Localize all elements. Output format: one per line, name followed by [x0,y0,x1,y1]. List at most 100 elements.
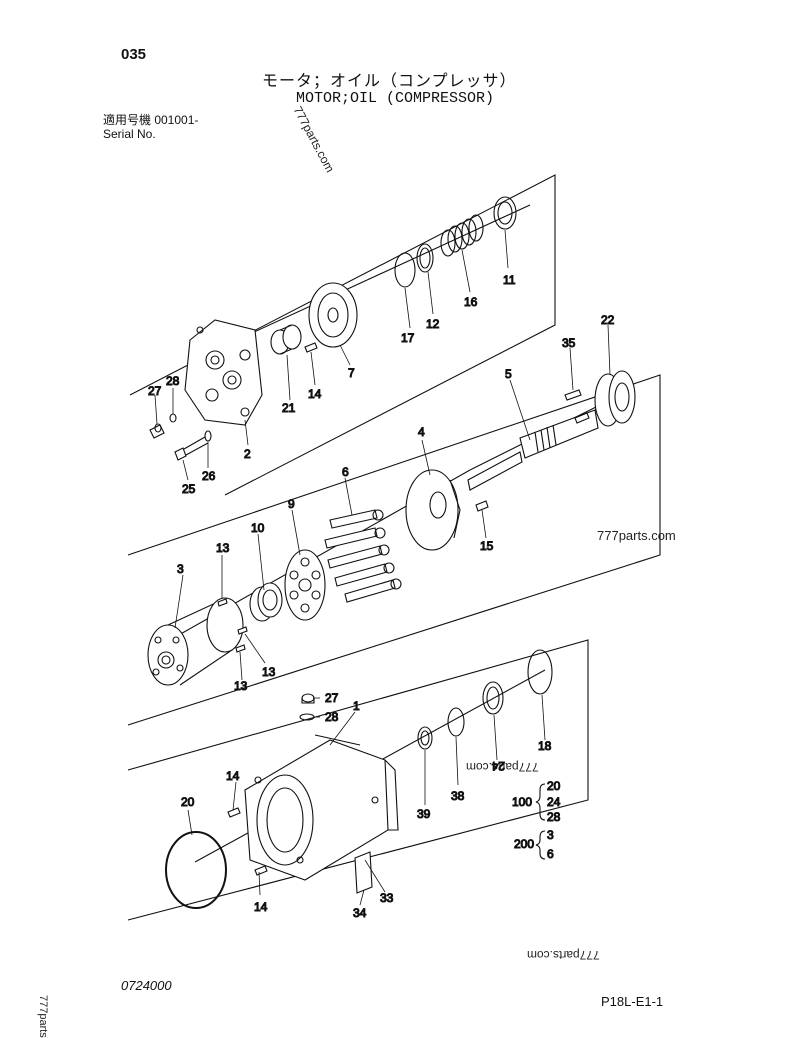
leader-line [541,694,546,741]
callout-6: 6 [342,465,349,479]
kit-100-item: 24 [547,795,561,809]
callout-13: 13 [234,679,248,693]
leader-line [291,509,301,556]
callout-20: 20 [181,795,195,809]
leader-line [364,859,386,893]
page-title-japanese: モータ；オイル（コンプレッサ） [262,73,517,90]
callout-2: 2 [244,447,251,461]
piston-6-set [324,509,402,603]
spherical-bushing-10 [249,582,283,622]
callout-24: 24 [491,759,505,773]
o-ring-28-upper [169,413,177,423]
key-35 [564,389,582,401]
plug-27-upper [149,423,165,439]
callout-7: 7 [348,366,355,380]
callout-17: 17 [401,331,415,345]
callout-12: 12 [426,317,440,331]
leader-line [481,509,487,539]
casing-1 [244,734,399,881]
leader-line [504,229,509,269]
callout-13: 13 [262,665,276,679]
leader-line [244,419,249,446]
o-ring-20 [165,831,227,909]
callout-21: 21 [282,401,296,415]
callout-28: 28 [166,374,180,388]
callout-26: 26 [202,469,216,483]
leader-line [569,347,574,391]
callout-18: 18 [538,739,552,753]
callout-25: 25 [182,482,196,496]
watermark-text: 777parts.com [597,528,676,543]
callout-16: 16 [464,295,478,309]
washer-26 [204,430,212,442]
plate-7 [308,282,358,348]
page-reference-code: P18L-E1-1 [601,994,664,1009]
leader-line [244,633,266,664]
kit-100-item: 28 [547,810,561,824]
ring-11 [493,196,517,230]
swash-plate-4 [405,469,461,551]
callout-5: 5 [505,367,512,381]
drawing-code: 0724000 [121,978,172,993]
callout-33: 33 [380,891,394,905]
callout-14: 14 [226,769,240,783]
leader-line [421,439,431,476]
name-plate-34 [354,851,373,894]
leader-line [359,889,365,906]
plug-27-lower [301,693,315,704]
callout-28: 28 [325,710,339,724]
snap-ring-17 [394,252,416,288]
callout-34: 34 [353,906,367,920]
leader-line [239,651,243,681]
leader-line [493,714,498,761]
cylinder-block-3 [147,597,244,686]
callout-13: 13 [216,541,230,555]
retainer-plate-9 [284,549,326,621]
kit-200-brace [535,830,546,860]
leader-line [187,809,193,836]
leader-line [232,781,237,811]
kit-200-label: 200 [514,837,534,851]
serial-info: 適用号機 001001- Serial No. [103,113,198,141]
snap-ring-18 [527,649,553,695]
pin-14-upper [304,342,318,353]
callout-9: 9 [288,497,295,511]
callout-27: 27 [148,384,162,398]
leader-line [310,351,316,386]
leader-line [461,249,471,293]
ring-12 [416,243,434,273]
leader-line [607,324,611,376]
leader-line [455,736,459,786]
spring-16 [440,214,484,257]
snap-ring-38 [447,707,465,737]
callout-15: 15 [480,539,494,553]
callout-38: 38 [451,789,465,803]
callout-14: 14 [254,900,268,914]
kit-200-item: 6 [547,847,554,861]
leader-line [329,711,356,746]
leader-line [258,871,261,896]
leader-line [404,287,411,329]
callout-22: 22 [601,313,615,327]
leader-line [174,574,184,629]
kit-100-item: 20 [547,779,561,793]
callout-39: 39 [417,807,431,821]
leader-line [344,477,353,516]
leader-line [286,354,291,401]
needle-bearing-21 [270,324,302,355]
pin-13-set [217,598,248,653]
kit-100-brace [535,783,546,821]
leader-line [257,533,265,591]
callout-4: 4 [418,425,425,439]
serial-line-label: Serial No. [103,127,156,141]
bearing-22 [594,370,636,427]
leader-line [339,344,351,366]
ring-24 [482,681,504,715]
kit-200-item: 3 [547,828,554,842]
callout-35: 35 [562,336,576,350]
callout-27: 27 [325,691,339,705]
page-number: 035 [121,46,147,63]
serial-line-applicable: 適用号機 001001- [103,113,199,127]
callout-3: 3 [177,562,184,576]
